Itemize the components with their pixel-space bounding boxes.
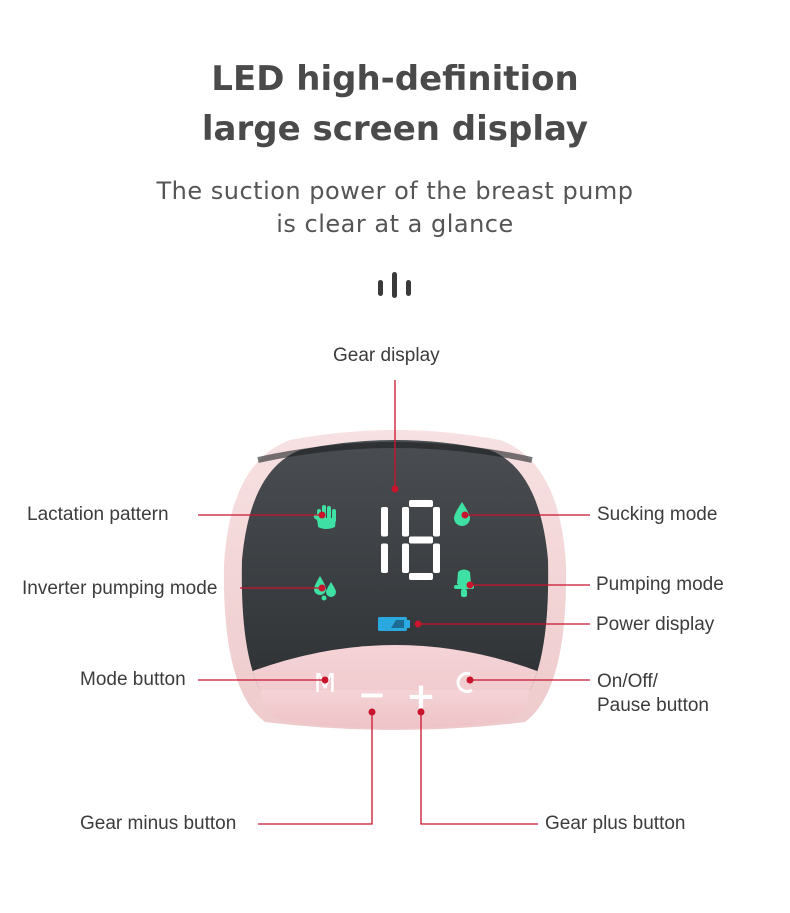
digit-segment xyxy=(409,573,433,580)
label-gear-display: Gear display xyxy=(333,345,440,366)
digit-segment xyxy=(409,500,433,507)
digit-segment xyxy=(381,507,388,537)
bottle-icon xyxy=(454,569,474,597)
title-line-1: LED high-definition xyxy=(211,59,579,99)
divider-icon xyxy=(378,272,411,298)
digit-segment xyxy=(409,536,433,544)
label-mode-button: Mode button xyxy=(80,669,186,690)
mode-button[interactable]: M xyxy=(314,669,336,699)
label-power-display: Power display xyxy=(596,614,715,635)
digit-segment xyxy=(433,507,440,537)
leader-dots xyxy=(318,485,474,716)
digit-segment xyxy=(402,507,409,537)
title-line-2: large screen display xyxy=(201,109,589,149)
digit-segment xyxy=(381,543,388,573)
battery-icon xyxy=(378,617,410,631)
gear-minus-button[interactable]: − xyxy=(358,675,387,715)
subtitle-line-2: is clear at a glance xyxy=(276,210,514,238)
label-inverter-pumping-mode: Inverter pumping mode xyxy=(22,578,218,599)
gear-digits xyxy=(381,500,440,580)
power-button[interactable] xyxy=(456,672,473,693)
label-pumping-mode: Pumping mode xyxy=(596,574,724,595)
digit-segment xyxy=(433,543,440,573)
device-body xyxy=(223,430,567,730)
leader-lines xyxy=(198,380,590,825)
screen-panel xyxy=(241,440,549,690)
subtitle-line-1: The suction power of the breast pump xyxy=(156,177,634,205)
label-onoff-line1: On/Off/ xyxy=(597,671,658,692)
label-onoff-line2: Pause button xyxy=(597,695,709,716)
label-gear-minus-button: Gear minus button xyxy=(80,813,237,834)
label-gear-plus-button: Gear plus button xyxy=(545,813,686,834)
digit-segment xyxy=(402,543,409,573)
label-sucking-mode: Sucking mode xyxy=(597,504,718,525)
label-lactation-pattern: Lactation pattern xyxy=(27,504,169,525)
